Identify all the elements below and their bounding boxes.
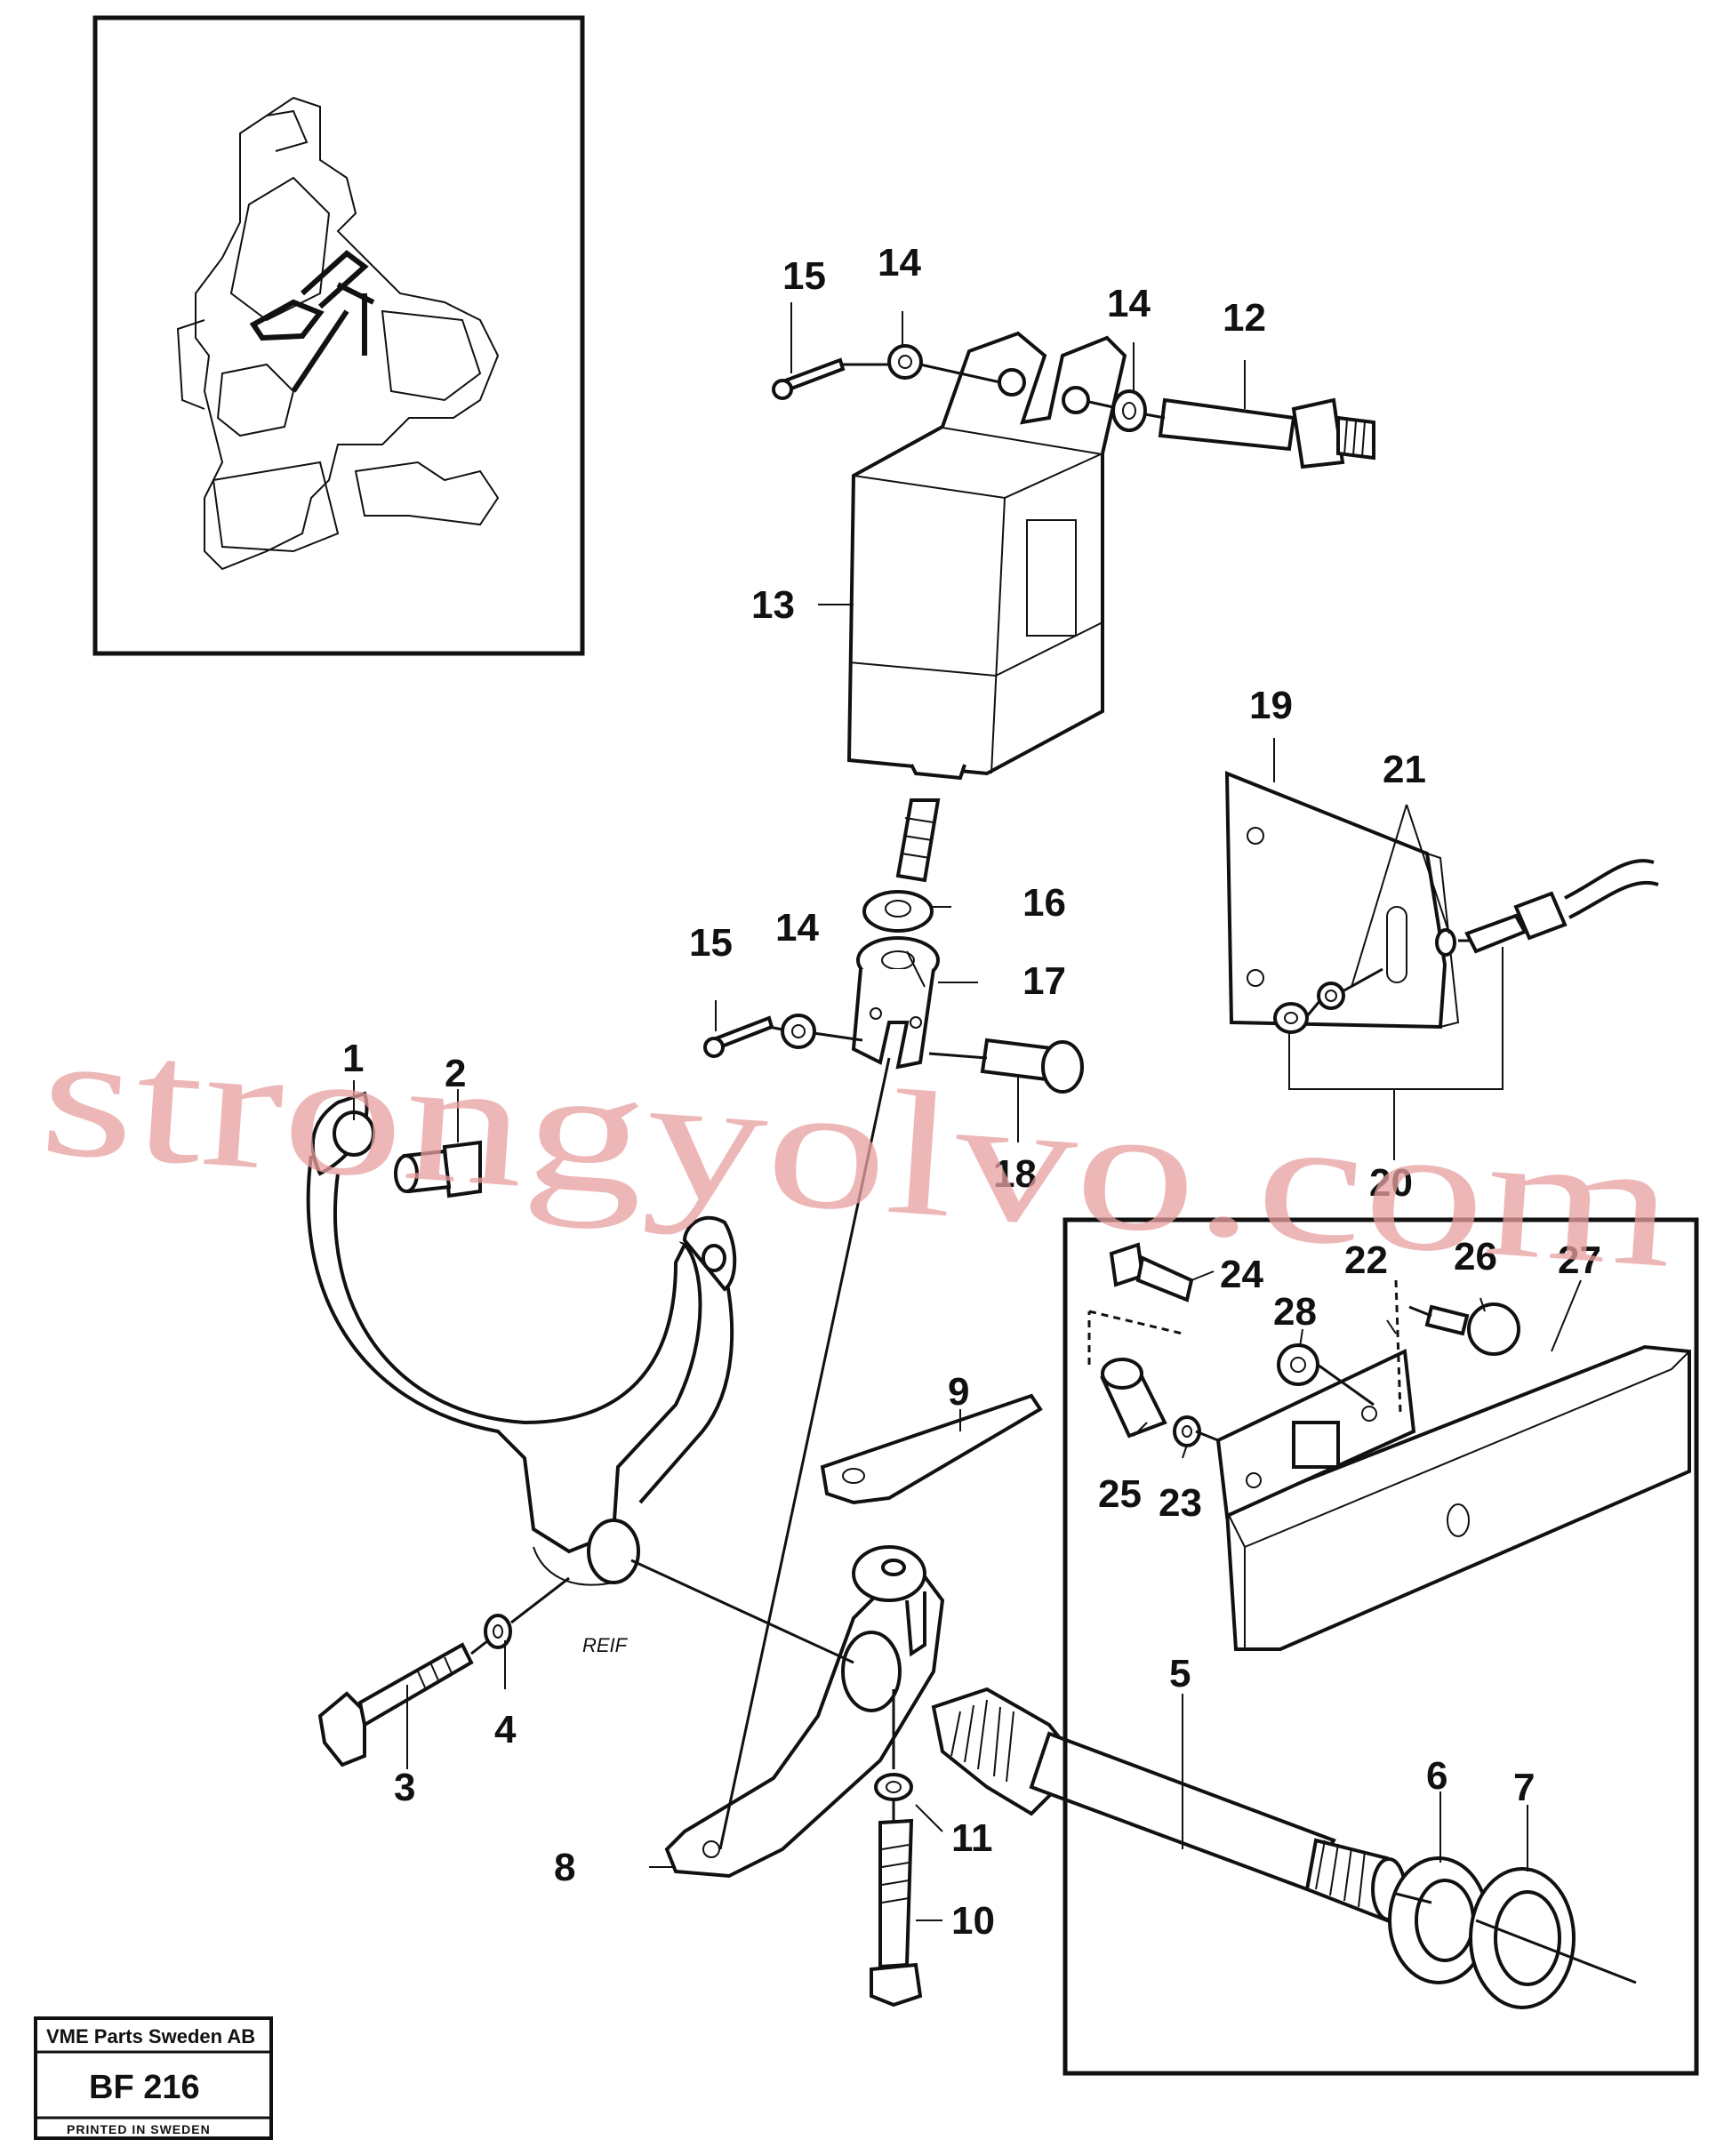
part-23-washer — [1173, 1415, 1201, 1447]
stamp-code: BF 216 — [89, 2069, 200, 2106]
detail-inset-indicator — [1062, 1217, 1699, 2076]
part-marking-reif: REIF — [582, 1634, 629, 1656]
callout-28: 28 — [1273, 1290, 1317, 1334]
part-8-lever — [664, 1545, 945, 1879]
stamp-printed: PRINTED IN SWEDEN — [67, 2122, 211, 2136]
part-12-pin — [1158, 397, 1375, 469]
part-11-washer — [874, 1773, 913, 1801]
part-25-spacer — [1100, 1358, 1167, 1439]
callout-22: 22 — [1344, 1238, 1388, 1282]
part-13-switch — [846, 331, 1127, 883]
callout-14c: 14 — [775, 906, 819, 950]
part-3-bolt — [317, 1642, 474, 1767]
part-4-washer — [484, 1614, 512, 1649]
callout-25: 25 — [1098, 1472, 1142, 1516]
part-10-screw — [870, 1818, 923, 2008]
callout-19: 19 — [1249, 684, 1293, 727]
callout-3: 3 — [394, 1766, 415, 1809]
callout-11: 11 — [951, 1816, 993, 1860]
part-27-housing — [1224, 1344, 1691, 1651]
callout-23: 23 — [1159, 1481, 1202, 1525]
callout-8: 8 — [554, 1846, 575, 1889]
inset-highlight-linkage — [249, 250, 375, 393]
callout-5: 5 — [1169, 1652, 1191, 1695]
part-21-nut-washer — [1273, 982, 1345, 1034]
callout-18: 18 — [993, 1152, 1037, 1196]
callout-24: 24 — [1220, 1253, 1263, 1296]
part-5-shaft — [931, 1687, 1407, 1923]
callout-16: 16 — [1022, 881, 1066, 925]
part-22-switch-plate — [1215, 1279, 1416, 1519]
cotter-pins-15 — [703, 357, 846, 1058]
callout-13: 13 — [751, 583, 795, 627]
callout-21: 21 — [1383, 748, 1426, 791]
part-28-nut — [1277, 1343, 1319, 1386]
callout-17: 17 — [1022, 959, 1066, 1003]
callout-labels: 1 2 3 4 5 6 7 8 9 10 11 12 13 14 14 14 1… — [342, 241, 1601, 1943]
callout-9: 9 — [948, 1370, 969, 1414]
callout-15b: 15 — [689, 921, 733, 965]
callout-20: 20 — [1369, 1161, 1413, 1205]
callout-15a: 15 — [782, 254, 826, 298]
part-26-bolt — [1424, 1302, 1520, 1356]
part-9-indicator-plate — [820, 1393, 1043, 1505]
gearbox-sketch — [176, 96, 500, 571]
part-18-pin — [980, 1038, 1084, 1094]
part-2-pin-block — [394, 1140, 482, 1198]
callout-10: 10 — [951, 1899, 995, 1943]
callout-14b: 14 — [1107, 282, 1151, 325]
callout-leaders — [353, 302, 1582, 1921]
document-stamp: VME Parts Sweden AB BF 216 PRINTED IN SW… — [34, 2016, 273, 2140]
part-1-shift-fork: REIF — [306, 1091, 737, 1656]
part-20-cable — [1435, 859, 1659, 957]
callout-26: 26 — [1454, 1235, 1497, 1278]
washers-14 — [781, 344, 1147, 1049]
leader-lines — [470, 363, 1637, 1984]
callout-2: 2 — [445, 1052, 466, 1095]
part-6-seal — [1388, 1856, 1489, 1984]
callout-6: 6 — [1426, 1754, 1447, 1798]
callout-4: 4 — [494, 1708, 517, 1751]
callout-7: 7 — [1513, 1766, 1535, 1809]
callout-14a: 14 — [878, 241, 921, 285]
stamp-company: VME Parts Sweden AB — [46, 2025, 255, 2048]
location-inset — [92, 15, 585, 656]
callout-12: 12 — [1223, 296, 1266, 340]
part-17-clevis — [851, 936, 940, 1070]
callout-1: 1 — [342, 1037, 364, 1080]
callout-27: 27 — [1558, 1238, 1601, 1282]
part-16-nut — [862, 890, 934, 933]
part-24-screw — [1087, 1242, 1194, 1365]
